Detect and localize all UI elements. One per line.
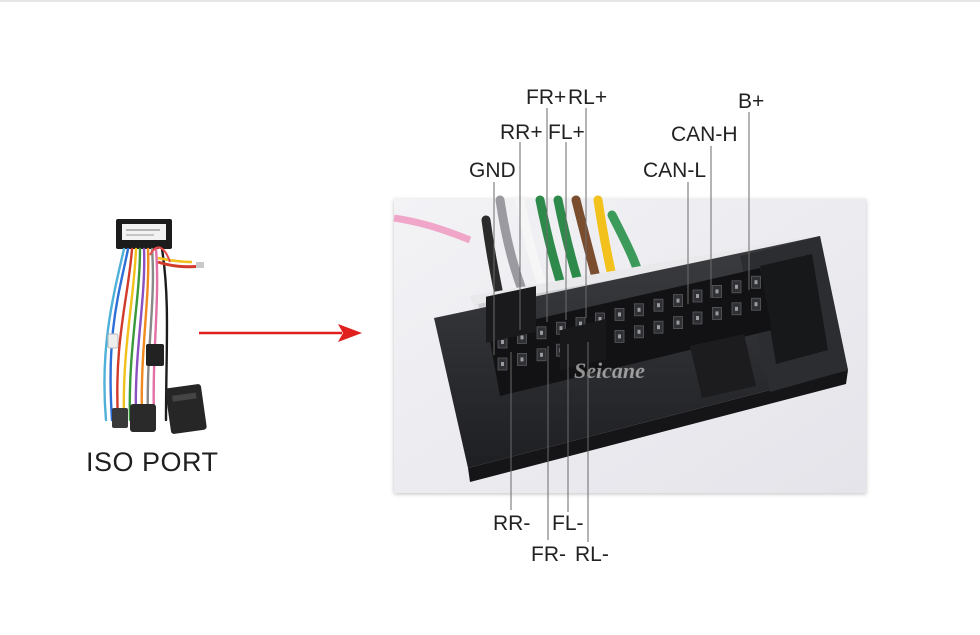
connector-pin-contact [754,302,758,307]
connector-pin-contact [735,284,738,289]
pin-label-rr-minus: RR- [493,512,530,535]
iso-harness-image [103,219,207,434]
connector-pin-contact [520,335,524,340]
connector-pin-contact [657,325,660,330]
connector-illustration: Seicane [393,195,848,482]
connector-pin-contact [559,326,563,331]
connector-pin-contact [501,362,504,366]
connector-pin-contact [676,298,680,303]
pin-label-can-h: CAN-H [671,123,738,146]
connector-pin-contact [637,307,641,312]
pin-label-fr-plus: FR+ [526,86,566,109]
pin-label-fl-minus: FL- [552,512,584,535]
pin-label-b-plus: B+ [738,90,764,113]
connector-pin-contact [696,316,699,320]
watermark-text: Seicane [574,358,645,383]
pin-label-rl-plus: RL+ [568,86,607,109]
top-divider [0,0,980,2]
connector-pin-contact [637,329,641,334]
connector-pin-contact [657,303,660,308]
pin-label-rr-plus: RR+ [500,121,543,144]
pin-label-can-l: CAN-L [643,159,706,182]
connector-pin-contact [540,330,543,335]
connector-pin-contact [715,311,719,316]
connector-pin-contact [735,306,738,311]
connector-pin-contact [579,321,582,326]
iso-port-label: ISO PORT [86,447,219,477]
connector-pin-contact [540,352,543,357]
direction-arrow [199,324,362,342]
pin-label-gnd: GND [469,159,516,182]
callout-lines [493,108,750,542]
connector-pin-contact [696,294,699,298]
connector-pin-contact [618,334,621,339]
pin-label-fr-minus: FR- [531,543,566,566]
connector-pin-contact [754,280,758,285]
connector-pin-contact [598,317,602,321]
connector-pin-contact [618,312,621,317]
connector-pin-contact [501,340,504,344]
connector-pin-contact [520,357,524,362]
pin-label-rl-minus: RL- [575,543,609,566]
pin-label-fl-plus: FL+ [548,121,585,144]
connector-pin-contact [715,289,719,294]
connector-pin-contact [676,320,680,325]
